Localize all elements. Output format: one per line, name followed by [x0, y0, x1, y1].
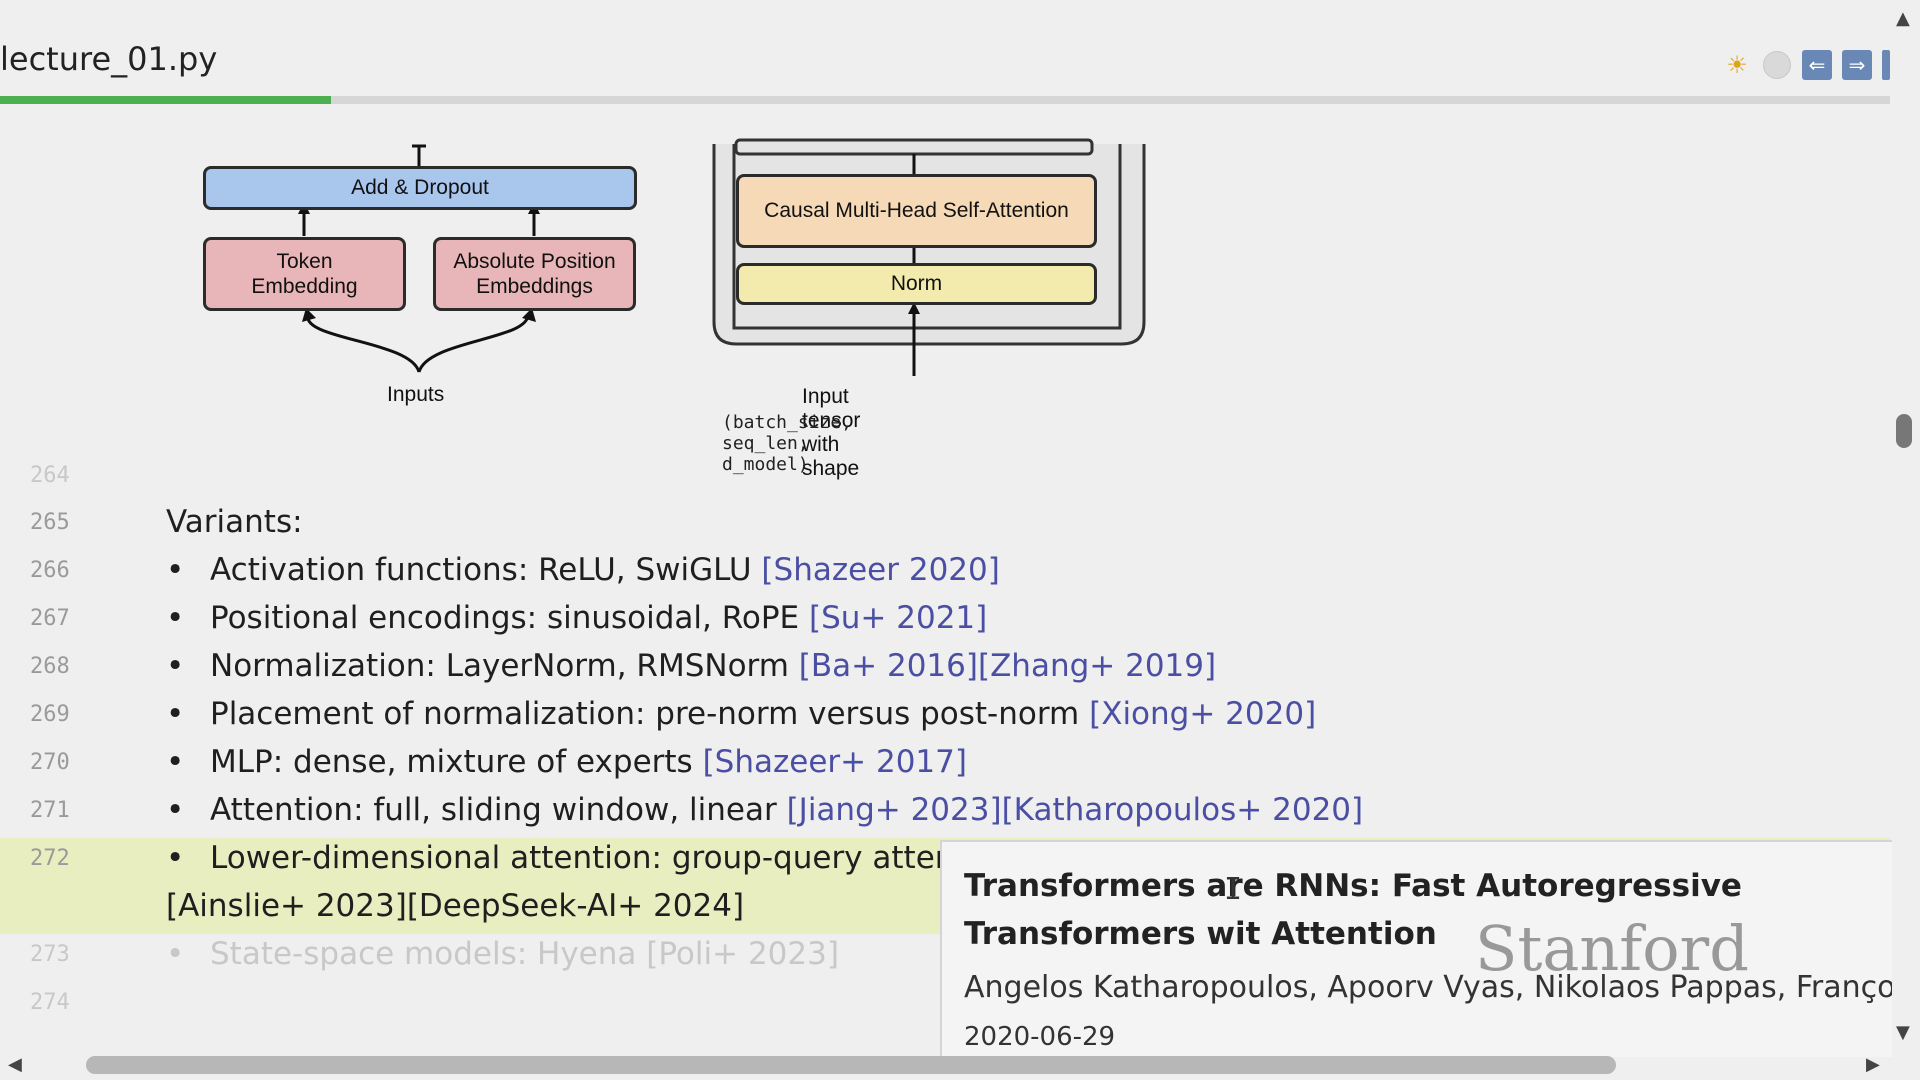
code-line: 268 • Normalization: LayerNorm, RMSNorm [… [0, 646, 1890, 694]
list-item-text: MLP: dense, mixture of experts [210, 744, 703, 780]
list-item: •Positional encodings: sinusoidal, RoPE … [166, 600, 987, 636]
self-attention-box: Causal Multi-Head Self-Attention [736, 174, 1097, 248]
inputs-label: Inputs [387, 383, 445, 406]
line-number: 264 [30, 463, 70, 488]
citation-tooltip: Transformers are RNNs: Fast Autoregressi… [940, 840, 1892, 1057]
tooltip-date: 2020-06-29 [964, 1022, 1116, 1052]
line-number: 265 [30, 510, 70, 535]
list-item-text: Placement of normalization: pre-norm ver… [210, 696, 1090, 732]
scroll-down-icon[interactable]: ▼ [1896, 1022, 1910, 1043]
code-line: 269 • Placement of normalization: pre-nor… [0, 694, 1890, 742]
stanford-watermark: Stanford [1475, 912, 1749, 985]
list-item-text: State-space models: Hyena [210, 936, 647, 972]
text-cursor-icon: I [1224, 872, 1243, 907]
progress-bar [0, 96, 1890, 104]
position-embedding-box: Absolute Position Embeddings [433, 237, 636, 311]
line-number: 273 [30, 942, 70, 967]
arrow-left-icon[interactable]: ⇐ [1802, 50, 1832, 80]
citation-link[interactable]: [Jiang+ 2023][Katharopoulos+ 2020] [786, 792, 1364, 828]
toolbar-edge [1882, 50, 1890, 80]
list-item: • Attention: full, sliding window, linear… [166, 792, 1363, 828]
bullet-icon: • [166, 744, 185, 780]
line-number: 270 [30, 750, 70, 775]
code-line: 271 • Attention: full, sliding window, li… [0, 790, 1890, 838]
token-embedding-line2: Embedding [251, 275, 358, 298]
list-item-text: Attention: full, sliding window, linear [210, 792, 787, 828]
code-line: 273 • State-space models: Hyena [Poli+ 20… [0, 934, 1890, 982]
bullet-icon: • [166, 792, 185, 828]
bullet-icon: • [166, 936, 185, 972]
bullet-icon: • [166, 600, 185, 636]
file-title: lecture_01.py [0, 40, 218, 78]
toolbar: ☀ ⇐ ⇒ [1722, 50, 1890, 80]
vertical-scrollbar-thumb[interactable] [1896, 414, 1912, 448]
code-line: 270 • MLP: dense, mixture of experts [Sha… [0, 742, 1890, 790]
bullet-icon: • [166, 552, 185, 588]
token-embedding-line1: Token [276, 249, 333, 273]
code-line: 264 [0, 455, 1890, 503]
norm-box: Norm [736, 263, 1097, 305]
citation-link[interactable]: [Poli+ 2023] [646, 936, 839, 972]
list-item-text: Positional encodings: sinusoidal, RoPE [210, 600, 809, 636]
line-number: 267 [30, 606, 70, 631]
code-line: 265 Variants: [0, 502, 1890, 550]
citation-link[interactable]: [Shazeer 2020] [761, 552, 1000, 588]
line-number: 274 [30, 990, 70, 1015]
bullet-icon: • [166, 648, 185, 684]
horizontal-scrollbar-thumb[interactable] [86, 1056, 1616, 1074]
citation-link[interactable]: [Shazeer+ 2017] [702, 744, 967, 780]
input-tensor-shape: (batch_size, seq_len, d_model) [722, 412, 853, 475]
scroll-up-icon[interactable]: ▲ [1896, 8, 1910, 29]
input-tensor-caption: Input tensor with shape [802, 385, 861, 480]
bullet-icon: • [166, 696, 185, 732]
line-number: 272 [30, 846, 70, 871]
citation-link[interactable]: [Su+ 2021] [809, 600, 988, 636]
arrow-right-icon[interactable]: ⇒ [1842, 50, 1872, 80]
list-item: • Activation functions: ReLU, SwiGLU [Sha… [166, 552, 1000, 588]
bullet-icon: • [166, 840, 185, 876]
line-number: 268 [30, 654, 70, 679]
embedding-diagram-arrows [298, 144, 540, 373]
progress-fill [0, 96, 331, 104]
token-embedding-box: Token Embedding [203, 237, 406, 311]
list-item: • Lower-dimensional attention: group-quer… [166, 840, 994, 876]
line-number: 271 [30, 798, 70, 823]
list-item: • State-space models: Hyena [Poli+ 2023] [166, 936, 839, 972]
position-embedding-line1: Absolute Position [453, 249, 616, 273]
add-dropout-box: Add & Dropout [203, 166, 637, 210]
tooltip-authors: Angelos Katharopoulos, Apoorv Vyas, Niko… [964, 970, 1892, 1005]
code-line: 267 • Positional encodings: sinusoidal, R… [0, 598, 1890, 646]
code-line: 266 • Activation functions: ReLU, SwiGLU … [0, 550, 1890, 598]
citation-link[interactable]: [Xiong+ 2020] [1089, 696, 1317, 732]
code-line: 274 [0, 982, 1890, 1030]
citation-link[interactable]: [Ainslie+ 2023][DeepSeek-AI+ 2024] [166, 888, 745, 924]
scroll-left-icon[interactable]: ◀ [8, 1054, 22, 1075]
line-number: 266 [30, 558, 70, 583]
list-item-text: Lower-dimensional attention: group-query… [210, 840, 995, 876]
position-embedding-line2: Embeddings [476, 275, 593, 298]
tooltip-paper-title: Transformers are RNNs: Fast Autoregressi… [964, 868, 1742, 952]
list-item: • MLP: dense, mixture of experts [Shazeer… [166, 744, 967, 780]
list-item: • Placement of normalization: pre-norm ve… [166, 696, 1316, 732]
list-item: • Normalization: LayerNorm, RMSNorm [Ba+ … [166, 648, 1216, 684]
circle-icon[interactable] [1762, 50, 1792, 80]
line-number: 269 [30, 702, 70, 727]
list-item-text: Normalization: LayerNorm, RMSNorm [210, 648, 799, 684]
citation-link[interactable]: [Ba+ 2016][Zhang+ 2019] [798, 648, 1217, 684]
scroll-right-icon[interactable]: ▶ [1866, 1054, 1880, 1075]
weather-icon[interactable]: ☀ [1726, 51, 1748, 79]
list-item-text: Activation functions: ReLU, SwiGLU [210, 552, 762, 588]
variants-heading: Variants: [166, 504, 303, 540]
